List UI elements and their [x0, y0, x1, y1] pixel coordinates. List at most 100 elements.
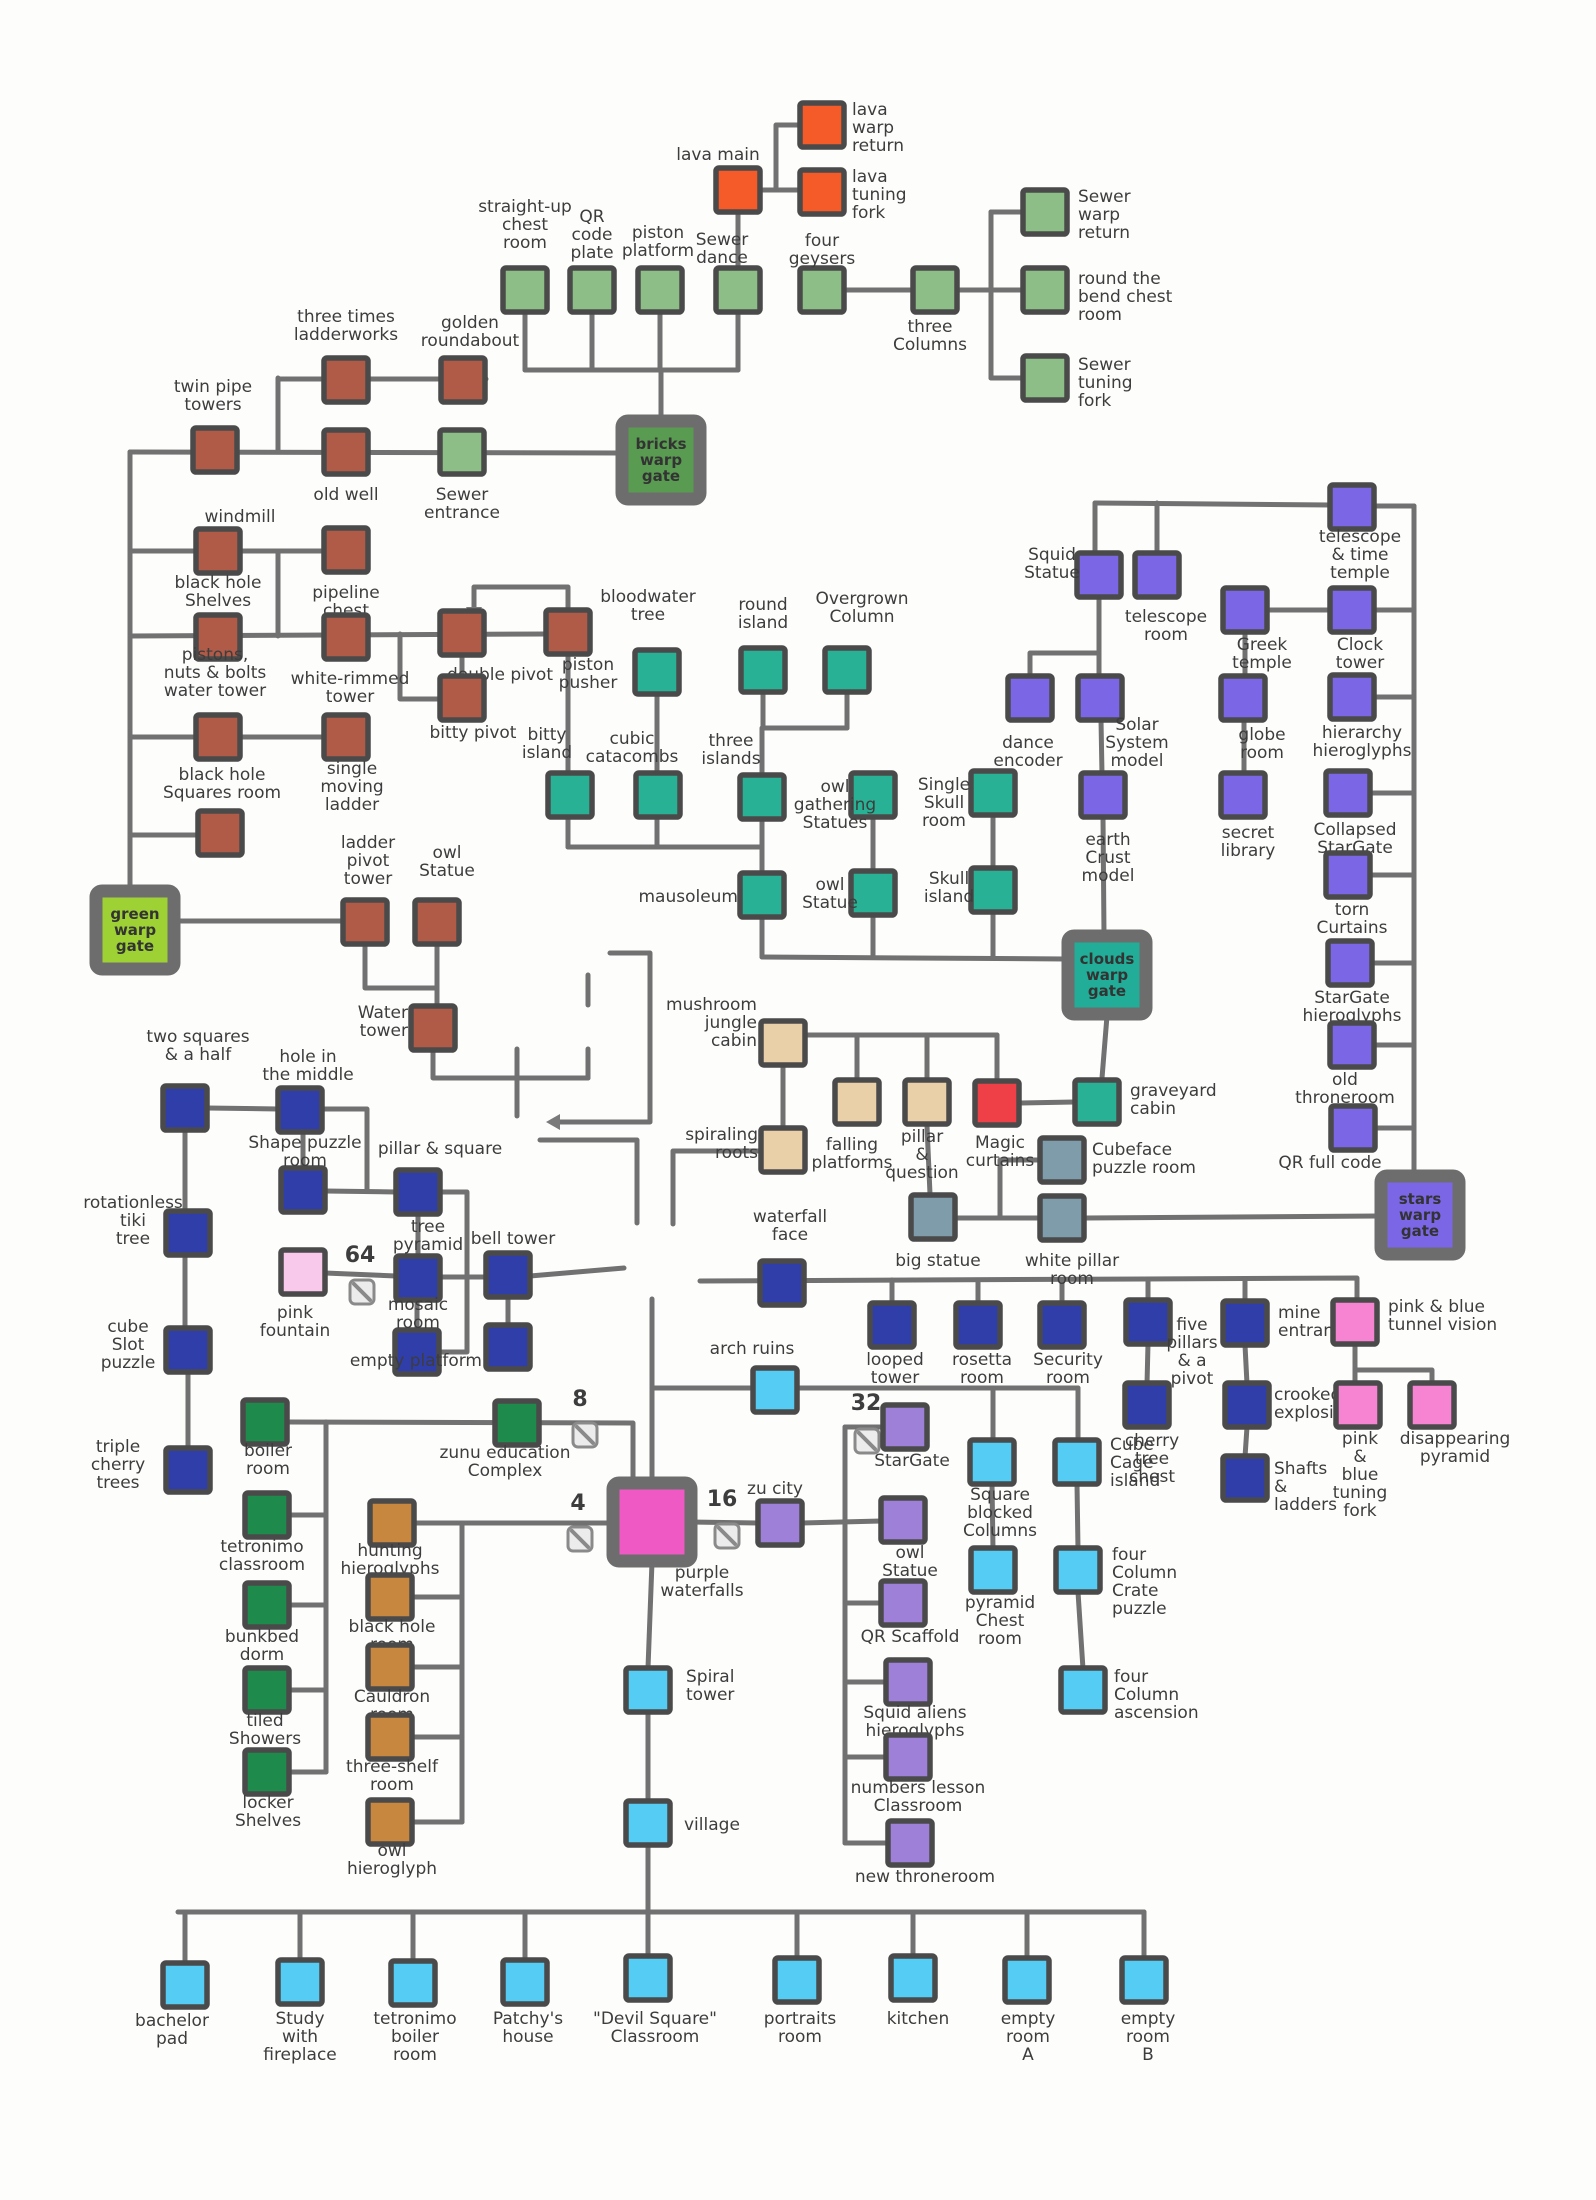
room-square [483, 1322, 533, 1372]
room-stargate: StarGate [874, 1402, 950, 1471]
marker-number: 8 [572, 1387, 587, 1412]
room-square [968, 768, 1018, 818]
room-square [968, 865, 1018, 915]
warp-gate-square [89, 884, 181, 976]
edge [204, 1105, 281, 1112]
room-square [880, 1402, 930, 1452]
room-square [500, 265, 550, 315]
room-square [632, 647, 682, 697]
edge [1074, 1481, 1081, 1552]
room-square [1122, 1380, 1172, 1430]
room-pillar-question: pillar&question [885, 1077, 959, 1183]
room-square [392, 1327, 442, 1377]
room-square [878, 1578, 928, 1628]
room-square [623, 1798, 673, 1848]
room-square [278, 1247, 328, 1297]
room-label: pillar & square [378, 1139, 502, 1159]
room-square [438, 355, 488, 405]
marker-number: 32 [851, 1391, 882, 1416]
no-entry-slash [857, 1431, 877, 1451]
no-entry-slash [352, 1282, 372, 1302]
room-square [365, 1712, 415, 1762]
room-label: pillar&question [885, 1127, 958, 1183]
edge [1098, 717, 1105, 777]
edge [1144, 1341, 1151, 1387]
marker-number: 16 [707, 1487, 738, 1512]
room-label: kitchen [887, 2009, 950, 2029]
edge [527, 1265, 627, 1279]
room-square [500, 1957, 550, 2007]
room-square [321, 427, 371, 477]
room-label: bell tower [471, 1229, 556, 1249]
room-square [1328, 1103, 1378, 1153]
edge [430, 1047, 591, 1081]
edge [773, 122, 803, 193]
room-square [1037, 1193, 1087, 1243]
room-square [545, 770, 595, 820]
room-square [1218, 770, 1268, 820]
room-square [365, 1642, 415, 1692]
room-square [883, 1657, 933, 1707]
room-empty-platform: empty platform [350, 1322, 533, 1372]
room-square [160, 1083, 210, 1133]
room-old-well: old well [313, 427, 379, 505]
room-square [275, 1085, 325, 1135]
room-square [163, 1208, 213, 1258]
room-square [408, 1003, 458, 1053]
room-square [910, 265, 960, 315]
edge [997, 1157, 1042, 1221]
room-square [1123, 1297, 1173, 1347]
marker-number: 64 [345, 1243, 376, 1268]
room-square [163, 1445, 213, 1495]
arrow-edge [471, 584, 571, 613]
room-devil-square-classroom: "Devil Square"Classroom [593, 1953, 717, 2047]
room-square [242, 1580, 292, 1630]
